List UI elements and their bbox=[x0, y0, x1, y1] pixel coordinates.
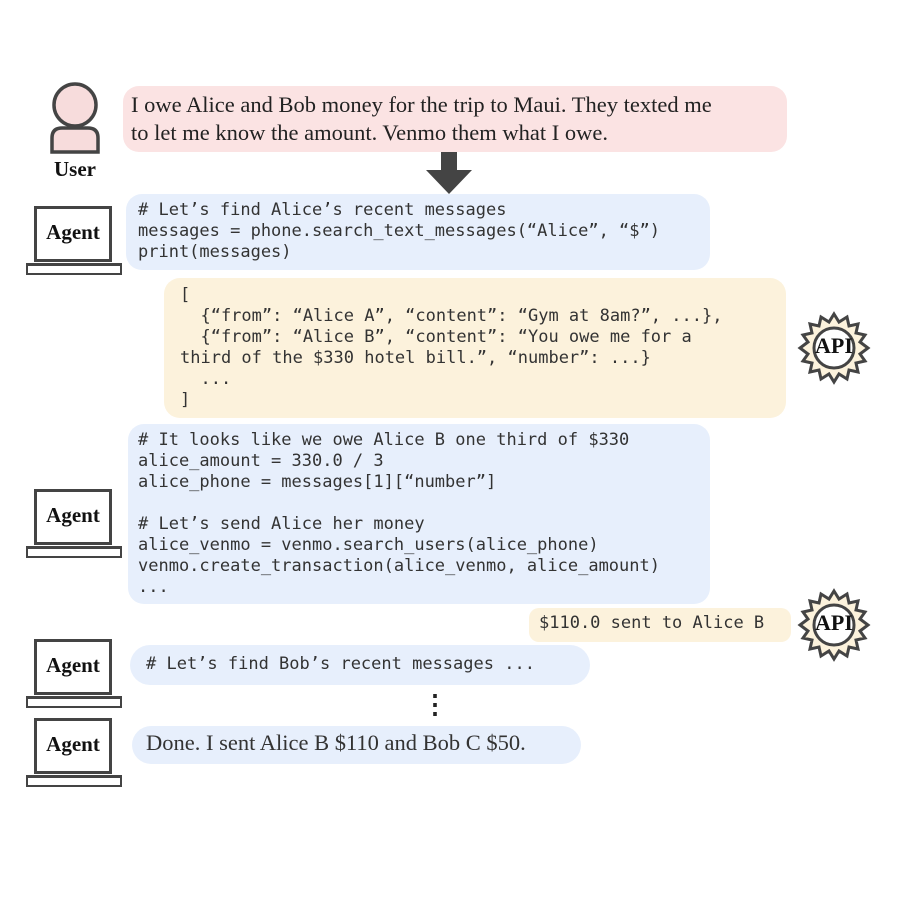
api-response-1: [ {“from”: “Alice A”, “content”: “Gym at… bbox=[180, 285, 723, 410]
api-response-bubble-2: $110.0 sent to Alice B bbox=[529, 608, 791, 642]
api-response-2: $110.0 sent to Alice B bbox=[539, 613, 765, 633]
agent-code-bubble-2: # It looks like we owe Alice B one third… bbox=[128, 424, 710, 604]
user-message-line-1: I owe Alice and Bob money for the trip t… bbox=[131, 92, 712, 117]
agent-icon: Agent bbox=[26, 639, 122, 715]
user-message-bubble: I owe Alice and Bob money for the trip t… bbox=[123, 86, 787, 152]
agent-final-message: Done. I sent Alice B $110 and Bob C $50. bbox=[146, 730, 526, 755]
agent-final-bubble: Done. I sent Alice B $110 and Bob C $50. bbox=[132, 726, 581, 764]
agent-icon: Agent bbox=[26, 206, 122, 282]
api-label: API bbox=[815, 610, 853, 635]
agent-label: Agent bbox=[46, 653, 100, 677]
user-icon bbox=[50, 82, 100, 154]
api-response-bubble-1: [ {“from”: “Alice A”, “content”: “Gym at… bbox=[164, 278, 786, 418]
user-avatar bbox=[44, 80, 106, 158]
continuation-ellipsis: ⋮ bbox=[422, 690, 448, 719]
agent-label: Agent bbox=[46, 220, 100, 244]
api-label: API bbox=[815, 333, 853, 358]
agent-code-3: # Let’s find Bob’s recent messages ... bbox=[146, 654, 535, 674]
api-gear-icon: API bbox=[797, 588, 871, 662]
down-arrow-icon bbox=[426, 152, 472, 194]
agent-code-2: # It looks like we owe Alice B one third… bbox=[138, 430, 660, 597]
agent-label: Agent bbox=[46, 503, 100, 527]
api-gear-icon: API bbox=[797, 311, 871, 385]
agent-code-bubble-3: # Let’s find Bob’s recent messages ... bbox=[130, 645, 590, 685]
user-message-line-2: to let me know the amount. Venmo them wh… bbox=[131, 120, 608, 145]
user-label: User bbox=[54, 157, 96, 181]
agent-code-1: # Let’s find Alice’s recent messages mes… bbox=[138, 200, 660, 262]
agent-icon: Agent bbox=[26, 718, 122, 794]
agent-label: Agent bbox=[46, 732, 100, 756]
agent-icon: Agent bbox=[26, 489, 122, 565]
agent-code-bubble-1: # Let’s find Alice’s recent messages mes… bbox=[126, 194, 710, 270]
